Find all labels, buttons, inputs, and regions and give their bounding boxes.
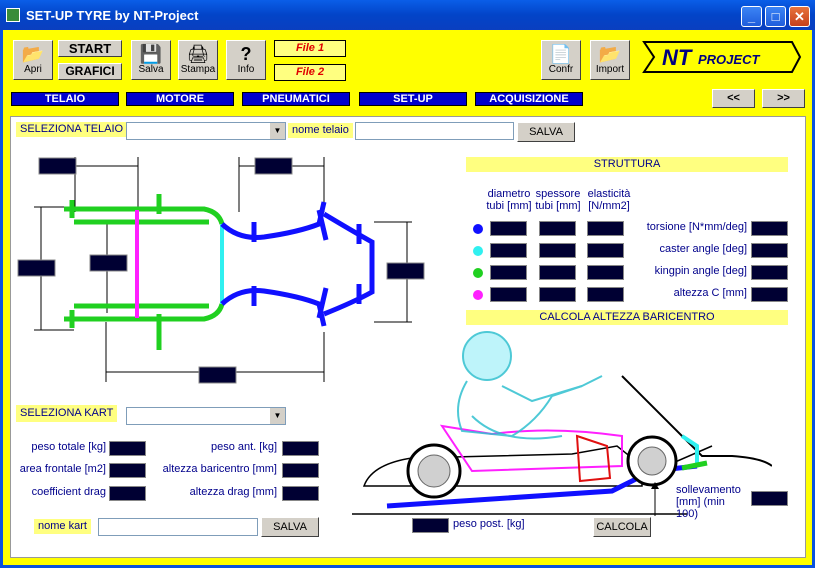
caster-label: caster angle [deg]	[659, 243, 747, 255]
rear-weight-value[interactable]	[412, 518, 449, 533]
front-weight-value[interactable]	[282, 441, 319, 456]
col-thickness: spessore tubi [mm]	[535, 188, 581, 212]
maximize-button[interactable]: □	[765, 6, 786, 27]
row-color-dot	[473, 224, 483, 234]
app-icon	[6, 8, 20, 22]
kingpin-label: kingpin angle [deg]	[654, 265, 747, 277]
torsion-value[interactable]	[751, 221, 788, 236]
row-color-dot	[473, 290, 483, 300]
minimize-button[interactable]: _	[741, 6, 762, 27]
kart-name-input[interactable]	[98, 518, 258, 536]
col-elasticity: elasticità [N/mm2]	[587, 188, 631, 212]
structure-value-box[interactable]	[587, 243, 624, 258]
import-button[interactable]: 📂 Import	[590, 40, 630, 80]
dimension-boxes	[17, 157, 425, 384]
calculate-button[interactable]: CALCOLA	[593, 517, 651, 537]
col-diameter: diametro tubi [mm]	[486, 188, 532, 212]
structure-value-box[interactable]	[490, 287, 527, 302]
lift-label: sollevamento [mm] (min 100)	[676, 484, 741, 520]
structure-value-box[interactable]	[539, 287, 576, 302]
drag-height-label: altezza drag [mm]	[189, 486, 277, 498]
torsion-label: torsione [N*mm/deg]	[646, 221, 747, 233]
kingpin-value[interactable]	[751, 265, 788, 280]
chevron-down-icon: ▼	[270, 123, 285, 139]
calc-cg-title: CALCOLA ALTEZZA BARICENTRO	[466, 310, 788, 325]
start-button[interactable]: START	[58, 40, 122, 57]
close-button[interactable]: ✕	[789, 6, 810, 27]
file2-button[interactable]: File 2	[274, 64, 346, 81]
select-frame-label: SELEZIONA TELAIO	[16, 122, 128, 137]
print-button[interactable]: 🖨 Stampa	[178, 40, 218, 80]
kart-name-label: nome kart	[34, 519, 91, 534]
structure-value-box[interactable]	[587, 221, 624, 236]
file1-button[interactable]: File 1	[274, 40, 346, 57]
save-button[interactable]: 💾 Salva	[131, 40, 171, 80]
lift-value[interactable]	[751, 491, 788, 506]
frame-name-input[interactable]	[355, 122, 514, 140]
title-bar: SET-UP TYRE by NT-Project _ □ ✕	[0, 0, 815, 30]
document-icon: 📄	[549, 44, 573, 64]
tab-setup[interactable]: SET-UP	[359, 92, 467, 106]
front-weight-label: peso ant. [kg]	[210, 441, 277, 453]
rear-weight-label: peso post. [kg]	[453, 518, 525, 530]
chevron-down-icon: ▼	[270, 408, 285, 424]
drag-height-value[interactable]	[282, 486, 319, 501]
kart-select[interactable]: ▼	[126, 407, 286, 425]
structure-value-box[interactable]	[539, 265, 576, 280]
structure-value-box[interactable]	[490, 243, 527, 258]
driver-figure	[457, 331, 603, 440]
front-area-label: area frontale [m2]	[19, 463, 106, 475]
select-kart-label: SELEZIONA KART	[16, 405, 118, 422]
cg-height-label: altezza baricentro [mm]	[162, 463, 277, 475]
kart-save-button[interactable]: SALVA	[261, 517, 319, 537]
cg-height-value[interactable]	[282, 463, 319, 478]
total-weight-value[interactable]	[109, 441, 146, 456]
next-button[interactable]: >>	[762, 89, 805, 108]
structure-value-box[interactable]	[587, 265, 624, 280]
tab-acquisizione[interactable]: ACQUISIZIONE	[475, 92, 583, 106]
nt-project-logo: NT PROJECT	[642, 40, 802, 74]
drag-coef-label: coefficient drag	[31, 486, 106, 498]
row-color-dot	[473, 246, 483, 256]
printer-icon: 🖨	[186, 44, 210, 64]
structure-value-box[interactable]	[539, 243, 576, 258]
height-c-value[interactable]	[751, 287, 788, 302]
frame-name-label: nome telaio	[288, 123, 353, 138]
drag-coef-value[interactable]	[109, 486, 146, 501]
window-title: SET-UP TYRE by NT-Project	[26, 8, 199, 23]
folder-import-icon: 📂	[598, 44, 622, 64]
structure-value-box[interactable]	[490, 221, 527, 236]
kart-side-illustration	[352, 331, 772, 516]
prev-button[interactable]: <<	[712, 89, 755, 108]
frame-select[interactable]: ▼	[126, 122, 286, 140]
height-c-label: altezza C [mm]	[673, 287, 747, 299]
open-button[interactable]: 📂 Apri	[13, 40, 53, 80]
caster-value[interactable]	[751, 243, 788, 258]
structure-title: STRUTTURA	[466, 157, 788, 172]
structure-value-box[interactable]	[490, 265, 527, 280]
row-color-dot	[473, 268, 483, 278]
help-icon: ?	[240, 44, 252, 64]
floppy-icon: 💾	[139, 44, 163, 64]
main-panel	[10, 116, 806, 558]
tab-motore[interactable]: MOTORE	[126, 92, 234, 106]
folder-open-icon: 📂	[21, 44, 45, 64]
tab-pneumatici[interactable]: PNEUMATICI	[242, 92, 350, 106]
info-button[interactable]: ? Info	[226, 40, 266, 80]
structure-value-box[interactable]	[539, 221, 576, 236]
frame-save-button[interactable]: SALVA	[517, 122, 575, 142]
structure-value-box[interactable]	[587, 287, 624, 302]
tab-telaio[interactable]: TELAIO	[11, 92, 119, 106]
graphs-button[interactable]: GRAFICI	[58, 63, 122, 80]
front-area-value[interactable]	[109, 463, 146, 478]
total-weight-label: peso totale [kg]	[31, 441, 106, 453]
chassis-diagram	[17, 157, 425, 384]
compare-button[interactable]: 📄 Confr	[541, 40, 581, 80]
